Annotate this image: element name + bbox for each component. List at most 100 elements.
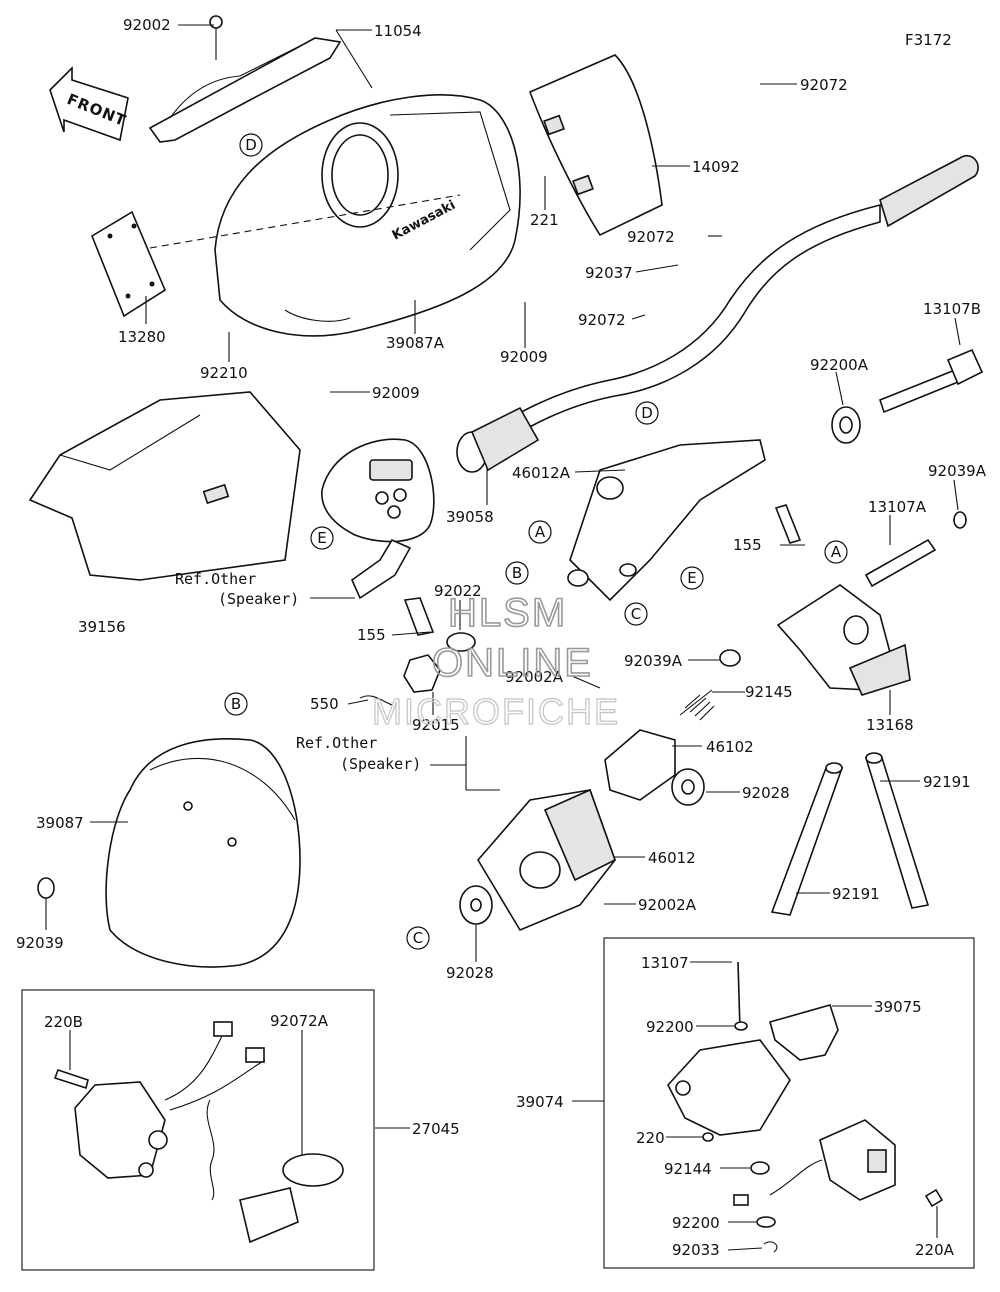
ref-note-2-line1: Ref.Other [296,734,377,752]
clamp-92072A-drawing [206,1099,344,1244]
pin-92039A-2-drawing [719,649,741,667]
label-220: 220 [636,1129,665,1147]
label-39087: 39087 [36,814,84,832]
svg-text:E: E [687,569,696,587]
label-92145: 92145 [745,683,793,701]
svg-text:B: B [231,695,241,713]
label-13107: 13107 [641,954,689,972]
bracket-11054-drawing [148,15,342,143]
label-27045: 27045 [412,1120,460,1138]
block-46102-drawing [604,729,676,801]
callout-e2: E [680,566,704,590]
callout-e1: E [310,526,334,550]
label-92210: 92210 [200,364,248,382]
ref-note-2-line2: (Speaker) [340,755,421,773]
label-39087A: 39087A [386,334,445,352]
callout-b1: B [505,561,529,585]
pin-92039A-drawing [953,511,967,529]
label-92072-top: 92072 [800,76,848,94]
label-92200A: 92200A [810,356,869,374]
label-46102: 46102 [706,738,754,756]
bracket-13168-drawing [776,584,911,696]
inset-27045-box [21,989,375,1271]
label-13280: 13280 [118,328,166,346]
label-92009-right: 92009 [500,348,548,366]
figure-code: F3172 [905,31,952,49]
label-39074: 39074 [516,1093,564,1111]
callout-a1: A [528,520,552,544]
speaker-unit-drawing [321,438,435,600]
svg-text:D: D [245,136,257,154]
svg-text:A: A [831,543,842,561]
bolt-155-drawings [403,504,802,636]
part-labels: 92002 11054 92072 14092 221 92072 92037 … [16,16,987,1259]
label-220A: 220A [915,1241,955,1259]
grips-92191-drawing [770,752,930,916]
label-155-right: 155 [733,536,762,554]
svg-text:B: B [512,564,522,582]
callout-c2: C [406,926,430,950]
watermark-line2: ONLINE [432,641,593,685]
label-221: 221 [530,211,559,229]
watermark: HLSM ONLINE MICROFICHE [371,590,618,732]
watermark-line1: HLSM [448,591,567,635]
clamp-46012-drawing [477,788,616,932]
label-14092: 14092 [692,158,740,176]
label-92033: 92033 [672,1241,720,1259]
pin-92039-drawing [37,877,55,899]
label-39075: 39075 [874,998,922,1016]
label-92002A-lower: 92002A [638,896,697,914]
label-92028-lower: 92028 [446,964,494,982]
label-13107B: 13107B [923,300,981,318]
label-92144: 92144 [664,1160,712,1178]
label-39058: 39058 [446,508,494,526]
ref-note-1-line2: (Speaker) [218,590,299,608]
callout-d1: D [239,133,263,157]
label-13168: 13168 [866,716,914,734]
callout-d2: D [635,401,659,425]
label-46012: 46012 [648,849,696,867]
callout-a2: A [824,540,848,564]
rod-13107A-drawing [864,538,937,588]
spring-92145-drawing [684,694,715,721]
cover-39087-drawing [105,738,301,968]
front-arrow: FRONT [49,66,129,142]
leader-lines [45,24,961,1251]
plate-13280-drawing [91,210,167,318]
label-92191-lower: 92191 [832,885,880,903]
inset-39074-box [603,937,975,1269]
label-92200-bottom: 92200 [672,1214,720,1232]
assy-39074-drawing [667,961,944,1253]
lid-14092-drawing [528,54,663,237]
callout-c1: C [624,602,648,626]
label-92037: 92037 [585,264,633,282]
label-46012A: 46012A [512,464,571,482]
svg-text:A: A [535,523,546,541]
bolt-13107B-drawing [879,348,984,414]
label-92200-top: 92200 [646,1018,694,1036]
clip-550-drawing [359,695,393,706]
callout-circles: A B C D D E E A B C [224,133,848,950]
label-92039A-top: 92039A [928,462,987,480]
svg-text:C: C [631,605,641,623]
nut-92015-drawing [403,654,441,693]
label-92039: 92039 [16,934,64,952]
label-92191-right: 92191 [923,773,971,791]
clamp-46012A-drawing [567,439,766,602]
svg-text:D: D [641,404,653,422]
label-92072-mid: 92072 [627,228,675,246]
washer-92022-drawing [446,632,476,652]
handlebar-drawing [456,155,979,473]
label-92002A-upper: 92002A [505,668,564,686]
label-550: 550 [310,695,339,713]
svg-text:E: E [317,529,326,547]
label-13107A: 13107A [868,498,927,516]
ref-note-1-line1: Ref.Other [175,570,256,588]
label-92072-low: 92072 [578,311,626,329]
label-155-left: 155 [357,626,386,644]
label-220B: 220B [44,1013,83,1031]
label-92002: 92002 [123,16,171,34]
label-92028-right: 92028 [742,784,790,802]
cover-39087A-drawing: Kawasaki [149,94,521,337]
